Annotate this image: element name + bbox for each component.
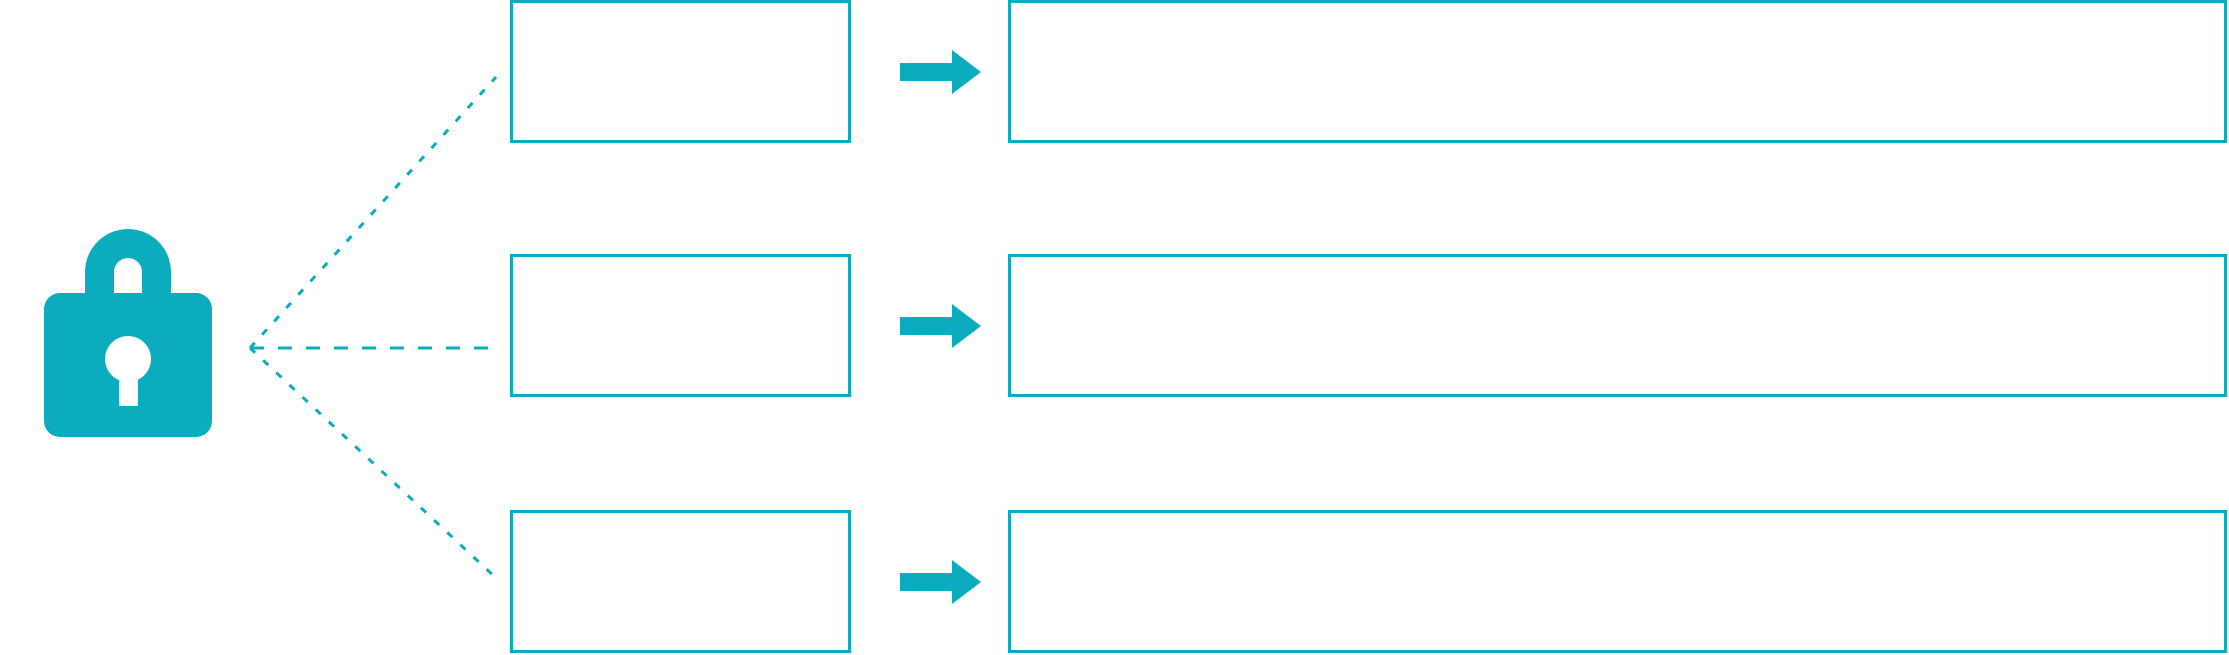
arrow-right-icon-row-2	[900, 303, 982, 349]
arrow-right-icon-row-3	[900, 559, 982, 605]
stage-box-row-2[interactable]	[510, 254, 851, 397]
stage-box-row-3[interactable]	[510, 510, 851, 653]
connector-line-row-1	[248, 75, 498, 350]
stage-box-row-1[interactable]	[510, 0, 851, 143]
detail-box-row-3[interactable]	[1008, 510, 2227, 653]
padlock-icon	[30, 210, 226, 446]
connector-line-row-3	[248, 346, 498, 580]
detail-box-row-1[interactable]	[1008, 0, 2227, 143]
arrow-right-icon-row-1	[900, 49, 982, 95]
detail-box-row-2[interactable]	[1008, 254, 2227, 397]
